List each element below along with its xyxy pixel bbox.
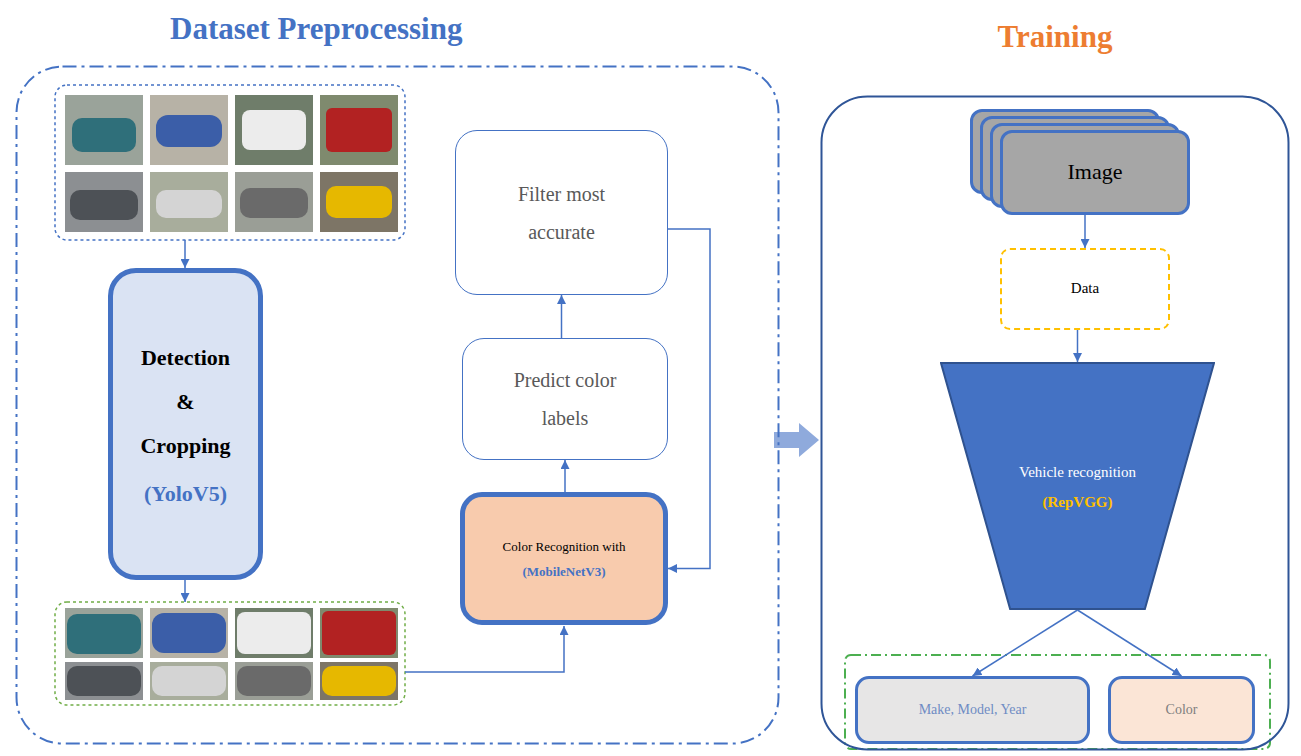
model-box: Color Recognition with(MobileNetV3) xyxy=(460,492,668,625)
node-label: Data xyxy=(1071,279,1099,299)
node-label: Filter most accurate xyxy=(492,175,632,251)
car-body xyxy=(240,188,308,218)
node-label: Predict color labels xyxy=(495,361,635,437)
image-stack: Image xyxy=(1000,130,1190,215)
training-region: TrainingImageDataVehicle recognition(Rep… xyxy=(820,95,1290,751)
car-body xyxy=(326,186,392,218)
connector xyxy=(1084,215,1086,248)
car-body xyxy=(237,612,311,654)
region-border xyxy=(822,97,1289,750)
car-photo xyxy=(235,608,313,658)
node-label: Color xyxy=(1166,701,1198,719)
flow-arrow xyxy=(405,626,564,672)
connector xyxy=(1077,330,1079,362)
car-photo xyxy=(235,172,313,232)
data-box: Data xyxy=(1000,248,1170,330)
node-label: (YoloV5) xyxy=(144,476,227,511)
section-heading: Training xyxy=(820,19,1290,55)
connector xyxy=(1078,610,1182,676)
car-photo xyxy=(65,172,143,232)
car-photo xyxy=(235,95,313,165)
car-photo xyxy=(320,662,398,700)
connector xyxy=(668,229,710,569)
car-body xyxy=(152,666,226,696)
node-label: Vehicle recognition xyxy=(1019,456,1136,489)
photo-group-frame xyxy=(55,85,405,240)
node-label: Make, Model, Year xyxy=(919,701,1027,719)
output-box: Color xyxy=(1108,676,1255,744)
photo-group-frame xyxy=(55,602,405,705)
node-label: (RepVGG) xyxy=(1043,489,1113,516)
car-photo xyxy=(150,172,228,232)
car-photo xyxy=(65,608,143,658)
car-photo xyxy=(65,95,143,165)
output-box: Make, Model, Year xyxy=(855,676,1090,744)
car-photo xyxy=(320,95,398,165)
car-body xyxy=(152,613,226,653)
connector xyxy=(561,295,563,338)
car-photo xyxy=(150,662,228,700)
node-label: Color Recognition with xyxy=(503,534,626,560)
car-body xyxy=(72,118,136,152)
car-photo xyxy=(150,95,228,165)
car-body xyxy=(67,666,141,696)
network-trapezoid: Vehicle recognition(RepVGG) xyxy=(940,362,1215,610)
detection-box: Detection & Cropping (YoloV5) xyxy=(108,268,263,580)
process-box: Predict color labels xyxy=(462,338,668,460)
section-heading: Dataset Preprocessing xyxy=(170,11,462,47)
car-photo xyxy=(320,172,398,232)
car-body xyxy=(237,666,311,696)
car-body xyxy=(322,666,396,696)
car-photo xyxy=(65,662,143,700)
car-body xyxy=(242,110,306,150)
trapezoid-outline xyxy=(941,363,1214,609)
flow-arrow xyxy=(184,580,186,602)
flow-arrow xyxy=(184,240,186,268)
connector xyxy=(973,610,1078,676)
car-body xyxy=(67,614,141,654)
car-body xyxy=(156,190,222,218)
trapezoid-shape xyxy=(940,362,1215,610)
car-body xyxy=(322,611,396,655)
block-arrow xyxy=(774,423,819,457)
node-label: Image xyxy=(1068,158,1123,187)
output-group-frame xyxy=(845,655,1270,749)
car-body xyxy=(156,115,222,147)
car-photo xyxy=(320,608,398,658)
preprocessing-region: Dataset PreprocessingDetection & Croppin… xyxy=(15,65,780,745)
car-body xyxy=(326,108,392,152)
node-label: Detection & Cropping xyxy=(136,336,236,468)
car-photo xyxy=(235,662,313,700)
connector xyxy=(564,460,566,492)
region-border xyxy=(17,67,779,744)
node-label: (MobileNetV3) xyxy=(522,560,605,583)
car-photo xyxy=(150,608,228,658)
car-body xyxy=(70,190,138,220)
process-box: Filter most accurate xyxy=(455,130,668,295)
